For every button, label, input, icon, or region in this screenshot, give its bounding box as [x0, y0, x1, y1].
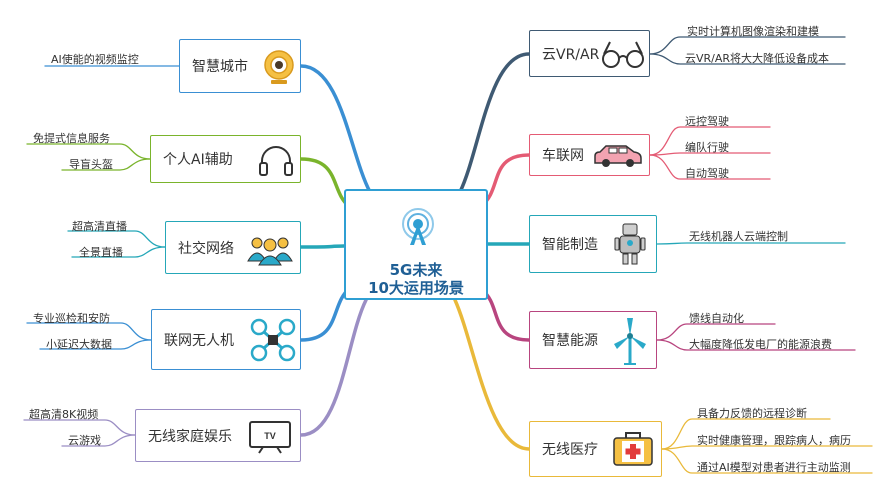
vr-glasses-icon [602, 41, 644, 68]
medical-kit-icon [613, 432, 653, 466]
leaf-connector [61, 434, 136, 447]
leaf-connector [23, 419, 136, 436]
leaf-panorama-live: 全景直播 [79, 246, 123, 259]
leaf-health-management: 实时健康管理，跟踪病人，病历 [697, 434, 851, 447]
leaf-connector [649, 154, 771, 180]
branch-label: 智能制造 [542, 237, 598, 253]
leaf-8k-video: 超高清8K视频 [29, 408, 99, 421]
leaf-inspection-security: 专业巡检和安防 [33, 312, 110, 325]
branch-connector [299, 286, 352, 342]
leaf-connector [649, 126, 771, 156]
branch-label: 无线医疗 [542, 442, 598, 458]
branch-label: 无线家庭娱乐 [148, 428, 232, 445]
branch-label: 云VR/AR [542, 46, 600, 63]
branch-connector [453, 298, 531, 451]
leaf-connector [61, 158, 151, 171]
branch-connected-vehicles[interactable]: 车联网 [529, 134, 650, 176]
central-topic[interactable]: 5G未来 10大运用场景 [344, 189, 488, 300]
leaf-realtime-rendering: 实时计算机图像渲染和建模 [687, 25, 819, 38]
branch-connector [299, 298, 368, 437]
branch-smart-city[interactable]: 智慧城市 [179, 39, 301, 93]
branch-label: 智慧能源 [542, 333, 598, 349]
tv-icon: TV [249, 421, 291, 454]
branch-home-entertainment[interactable]: 无线家庭娱乐 TV [135, 409, 301, 462]
central-title-line2: 10大运用场景 [368, 279, 464, 297]
leaf-connector [26, 322, 152, 341]
leaf-connector [661, 418, 831, 450]
leaf-feeder-automation: 馈线自动化 [689, 312, 744, 325]
leaf-uhd-live: 超高清直播 [72, 220, 127, 233]
leaf-cloud-gaming: 云游戏 [68, 434, 101, 447]
leaf-connector [649, 53, 846, 65]
leaf-guide-helmet: 导盲头盔 [69, 158, 113, 171]
tv-label: TV [264, 431, 276, 441]
branch-smart-manufacturing[interactable]: 智能制造 [529, 215, 657, 273]
leaf-connector [649, 36, 846, 55]
leaf-robot-cloud-control: 无线机器人云端控制 [689, 230, 788, 243]
antenna-icon [402, 208, 434, 245]
branch-label: 智慧城市 [192, 59, 248, 75]
leaf-reduce-energy-waste: 大幅度降低发电厂的能源浪费 [689, 338, 832, 351]
leaf-connector [39, 339, 152, 350]
robot-icon [614, 223, 646, 265]
drone-icon [250, 318, 296, 362]
branch-connector [480, 288, 531, 342]
branch-connector [299, 157, 352, 209]
leaf-hands-free-info: 免提式信息服务 [33, 132, 110, 145]
leaf-platoon-driving: 编队行驶 [685, 141, 729, 154]
leaf-connector [656, 339, 856, 351]
leaf-connector [656, 242, 846, 245]
webcam-icon [264, 50, 294, 84]
leaf-reduce-device-cost: 云VR/AR将大大降低设备成本 [685, 52, 830, 65]
branch-label: 联网无人机 [164, 332, 234, 349]
leaf-force-feedback-diagnosis: 具备力反馈的远程诊断 [697, 407, 807, 420]
headphones-icon [259, 146, 293, 176]
branch-social-network[interactable]: 社交网络 [165, 221, 301, 274]
leaf-connector [649, 152, 771, 156]
leaf-ai-monitoring: 通过AI模型对患者进行主动监测 [697, 461, 851, 474]
leaf-remote-driving: 远控驾驶 [685, 115, 729, 128]
branch-smart-energy[interactable]: 智慧能源 [529, 311, 657, 369]
branch-connector [299, 244, 346, 249]
branch-label: 车联网 [542, 148, 584, 164]
wind-turbine-icon [614, 318, 646, 365]
leaf-connector [661, 448, 873, 474]
branch-personal-ai[interactable]: 个人AI辅助 [150, 135, 301, 183]
branch-connected-drone[interactable]: 联网无人机 [151, 309, 301, 370]
leaf-connector [656, 323, 776, 341]
leaf-autonomous-driving: 自动驾驶 [685, 167, 729, 180]
branch-wireless-medical[interactable]: 无线医疗 [529, 421, 662, 477]
people-icon [247, 237, 293, 266]
car-icon [594, 145, 642, 167]
leaf-connector [26, 143, 151, 160]
leaf-connector [71, 246, 166, 258]
leaf-connector [661, 445, 873, 450]
branch-label: 个人AI辅助 [163, 152, 233, 168]
branch-cloud-vr-ar[interactable]: 云VR/AR [529, 30, 650, 77]
leaf-ai-video-surveillance: AI使能的视频监控 [51, 53, 139, 66]
central-title-line1: 5G未来 [389, 261, 443, 279]
branch-connector [458, 52, 531, 194]
branch-label: 社交网络 [178, 240, 234, 257]
leaf-low-latency-big-data: 小延迟大数据 [46, 338, 112, 351]
branch-connector [480, 153, 531, 207]
branch-connector [299, 64, 372, 194]
leaf-connector [67, 230, 166, 248]
